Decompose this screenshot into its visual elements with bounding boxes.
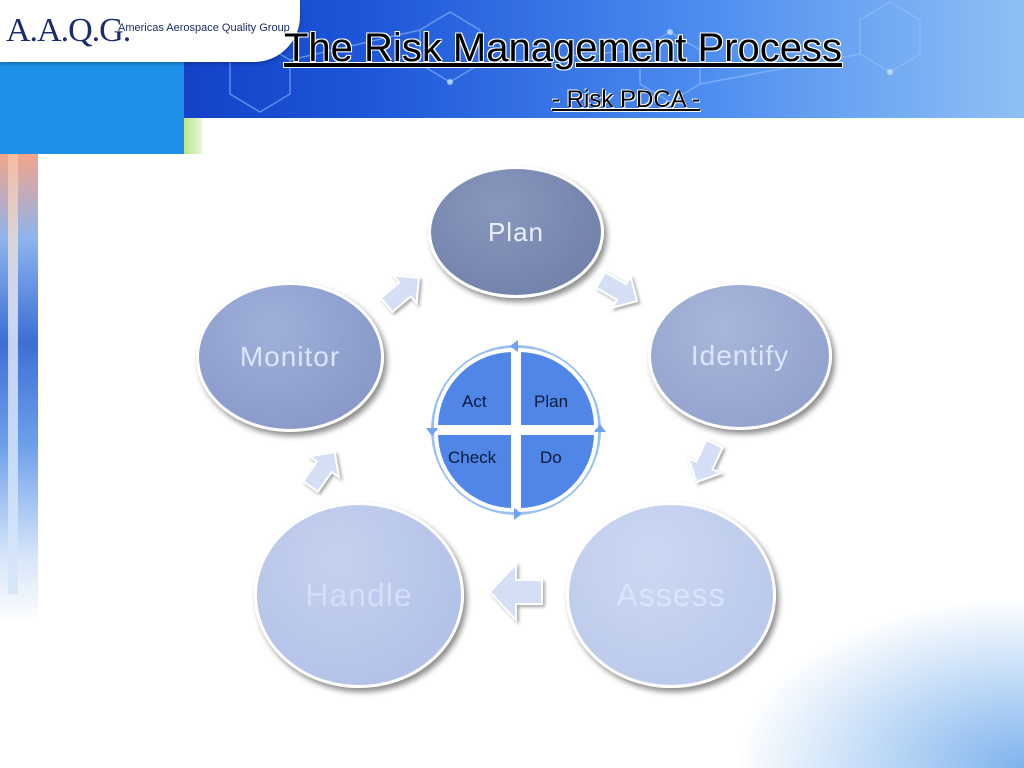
cycle-node-identify: Identify bbox=[648, 282, 832, 430]
arrow-plan-to-identify bbox=[594, 270, 639, 310]
pdca-label-act: Act bbox=[462, 392, 487, 411]
cycle-label-assess: Assess bbox=[616, 576, 726, 613]
green-accent-strip bbox=[184, 118, 202, 154]
left-decorative-bar bbox=[0, 154, 38, 624]
cycle-label-plan: Plan bbox=[487, 216, 545, 247]
pdca-label-check: Check bbox=[448, 448, 497, 467]
page-title: The Risk Management Process bbox=[284, 26, 843, 70]
pdca-label-do: Do bbox=[540, 448, 562, 467]
arrow-assess-to-handle bbox=[488, 561, 543, 623]
logo-mark: A.A.Q.G. bbox=[6, 12, 131, 49]
cycle-node-handle: Handle bbox=[254, 502, 464, 688]
left-decorative-highlight bbox=[8, 154, 18, 594]
cycle-label-monitor: Monitor bbox=[239, 341, 341, 372]
cycle-label-identify: Identify bbox=[690, 340, 790, 371]
arrow-identify-to-assess bbox=[686, 438, 724, 484]
arrow-handle-to-monitor bbox=[301, 450, 341, 493]
arrow-monitor-to-plan bbox=[379, 274, 420, 314]
pdca-quadrants bbox=[426, 340, 606, 520]
pdca-quadrant-act bbox=[433, 347, 515, 429]
pdca-wheel: Act Plan Check Do bbox=[426, 340, 606, 520]
pdca-quadrant-check bbox=[433, 431, 515, 513]
logo-org-name: Americas Aerospace Quality Group bbox=[118, 22, 290, 34]
pdca-quadrant-plan bbox=[517, 347, 599, 429]
page-subtitle: - Risk PDCA - bbox=[552, 86, 701, 113]
cycle-node-assess: Assess bbox=[566, 502, 776, 688]
logo-area: A.A.Q.G. Americas Aerospace Quality Grou… bbox=[0, 0, 300, 62]
pdca-quadrant-do bbox=[517, 431, 599, 513]
pdca-label-plan: Plan bbox=[534, 392, 569, 411]
cycle-label-handle: Handle bbox=[305, 576, 413, 613]
corner-glow bbox=[740, 600, 1024, 768]
cycle-node-plan: Plan bbox=[428, 166, 604, 298]
cycle-node-monitor: Monitor bbox=[196, 282, 384, 432]
